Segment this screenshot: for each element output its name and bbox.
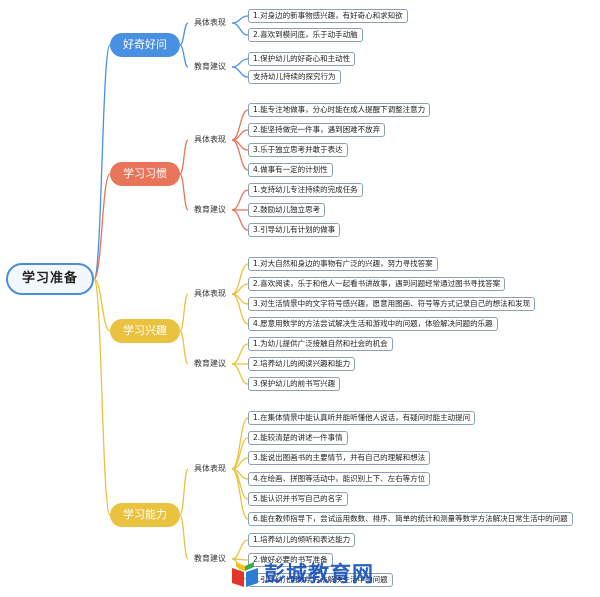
leaf-habits-advice-2: 2.鼓励幼儿独立思考	[248, 203, 326, 217]
connector-line	[231, 343, 249, 365]
connector-line	[179, 173, 189, 211]
connector-line	[179, 139, 189, 175]
leaf-curiosity-manifestation-2: 2.喜欢到模问底，乐于动手动脑	[248, 28, 363, 42]
connector-line	[231, 209, 249, 231]
connector-line	[231, 58, 249, 68]
book-logo-icon	[232, 562, 258, 587]
connector-line	[93, 173, 111, 280]
leaf-ability-manifestation-2: 2.能较清楚的讲述一件事情	[248, 431, 348, 445]
connector-line	[231, 15, 249, 24]
connector-line	[231, 363, 249, 385]
root-node: 学习准备	[6, 263, 94, 295]
sub-advice-curiosity: 教育建议	[194, 62, 226, 71]
leaf-ability-manifestation-3: 3.能说出图画书的主要情节，并有自己的理解和想法	[248, 451, 431, 465]
leaf-curiosity-advice-1: 1.保护幼儿的好奇心和主动性	[248, 52, 356, 66]
leaf-habits-advice-1: 1.支持幼儿专注持续的完成任务	[248, 183, 363, 197]
sub-advice-ability: 教育建议	[194, 554, 226, 563]
connector-line	[93, 44, 111, 280]
connector-line	[179, 514, 189, 560]
connector-line	[231, 417, 249, 470]
connector-line	[93, 278, 111, 516]
sub-manifestation-habits: 具体表现	[194, 135, 226, 144]
leaf-ability-manifestation-6: 6.能在教师指导下，尝试运用数数、排序、简单的统计和测量等数学方法解决日常生活中…	[248, 512, 573, 526]
leaf-habits-manifestation-2: 2.能坚持做完一件事，遇到困难不放弃	[248, 123, 386, 137]
connector-line	[231, 66, 249, 78]
leaf-interest-advice-1: 1.为幼儿提供广泛接触自然和社会的机会	[248, 337, 393, 351]
leaf-habits-manifestation-3: 3.乐于独立思考并敢于表达	[248, 143, 348, 157]
leaf-habits-advice-3: 3.引导幼儿有计划的做事	[248, 223, 341, 237]
leaf-interest-manifestation-4: 4.愿意用数学的方法尝试解决生活和游戏中的问题，体验解决问题的乐趣	[248, 317, 498, 331]
leaf-interest-manifestation-3: 3.对生活情景中的文字符号感兴趣，愿意用图画、符号等方式记录自己的想法和发现	[248, 297, 536, 311]
leaf-curiosity-advice-2: 支持幼儿持续的探究行为	[248, 70, 341, 84]
leaf-interest-advice-2: 2.培养幼儿的阅读兴趣和能力	[248, 357, 356, 371]
sub-advice-interest: 教育建议	[194, 359, 226, 368]
connector-line	[231, 468, 249, 520]
watermark-text: 彭城教育网	[264, 561, 374, 586]
leaf-habits-manifestation-1: 1.能专注地做事，分心时能在成人提醒下调整注意力	[248, 103, 431, 117]
topic-learning-interest: 学习兴趣	[110, 319, 180, 343]
leaf-ability-manifestation-4: 4.在绘画、拼图等活动中，能识别上下、左右等方位	[248, 472, 431, 486]
leaf-ability-manifestation-5: 5.能认识并书写自己的名字	[248, 492, 348, 506]
sub-manifestation-interest: 具体表现	[194, 289, 226, 298]
sub-manifestation-curiosity: 具体表现	[194, 18, 226, 27]
connector-line	[179, 22, 189, 46]
leaf-ability-advice-2: 2.做好必要的书写准备	[248, 553, 333, 567]
watermark: 彭城教育网	[224, 556, 400, 594]
connector-line	[231, 139, 249, 171]
leaf-interest-manifestation-2: 2.喜欢阅读，乐于和他人一起看书讲故事，遇到问题经常通过图书寻找答案	[248, 277, 506, 291]
topic-curiosity: 好奇好问	[110, 33, 180, 57]
connector-line	[179, 468, 189, 516]
leaf-interest-manifestation-1: 1.对大自然和身边的事物有广泛的兴趣，努力寻找答案	[248, 257, 438, 271]
connector-line	[179, 293, 189, 332]
leaf-habits-manifestation-4: 4.做事有一定的计划性	[248, 163, 333, 177]
connector-line	[231, 293, 249, 325]
sub-advice-habits: 教育建议	[194, 205, 226, 214]
connector-line	[179, 44, 189, 68]
connector-line	[231, 22, 249, 36]
topic-learning-ability: 学习能力	[110, 503, 180, 527]
leaf-ability-advice-1: 1.培养幼儿的倾听和表达能力	[248, 533, 356, 547]
sub-manifestation-ability: 具体表现	[194, 464, 226, 473]
connector-line	[231, 189, 249, 211]
leaf-interest-advice-3: 3.保护幼儿的前书写兴趣	[248, 377, 341, 391]
leaf-ability-manifestation-1: 1.在集体情景中能认真听并能听懂他人说话，有疑问时能主动提问	[248, 411, 476, 425]
leaf-curiosity-manifestation-1: 1.对身边的新事物感兴趣，有好奇心和求知欲	[248, 9, 408, 23]
topic-learning-habits: 学习习惯	[110, 162, 180, 186]
connector-line	[93, 278, 111, 332]
leaf-ability-advice-3: 3.引导幼儿用数学方法解决生活中的问题	[248, 573, 393, 587]
connector-line	[179, 330, 189, 365]
